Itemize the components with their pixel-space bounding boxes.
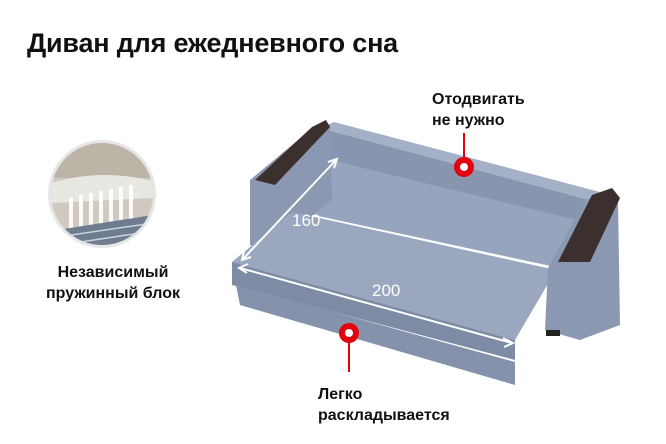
feature-line: Отодвигать <box>432 91 525 108</box>
feature-no-move-label: Отодвигать не нужно <box>432 89 525 131</box>
marker-no-move <box>454 133 474 177</box>
dimension-length-label: 200 <box>372 281 401 300</box>
feature-easy-unfold-label: Легко раскладывается <box>318 384 450 426</box>
feature-line: Легко <box>318 386 363 403</box>
feature-line: Независимый <box>57 264 169 281</box>
feature-line: раскладывается <box>318 407 450 424</box>
feature-line: не нужно <box>432 112 505 129</box>
marker-easy-unfold <box>339 323 359 372</box>
page-title: Диван для ежедневного сна <box>27 28 398 58</box>
dimension-width-label: 160 <box>292 211 321 230</box>
feature-spring-block-label: Независимый пружинный блок <box>38 262 188 304</box>
dimension-arrows <box>236 157 516 348</box>
feature-line: пружинный блок <box>46 285 180 302</box>
